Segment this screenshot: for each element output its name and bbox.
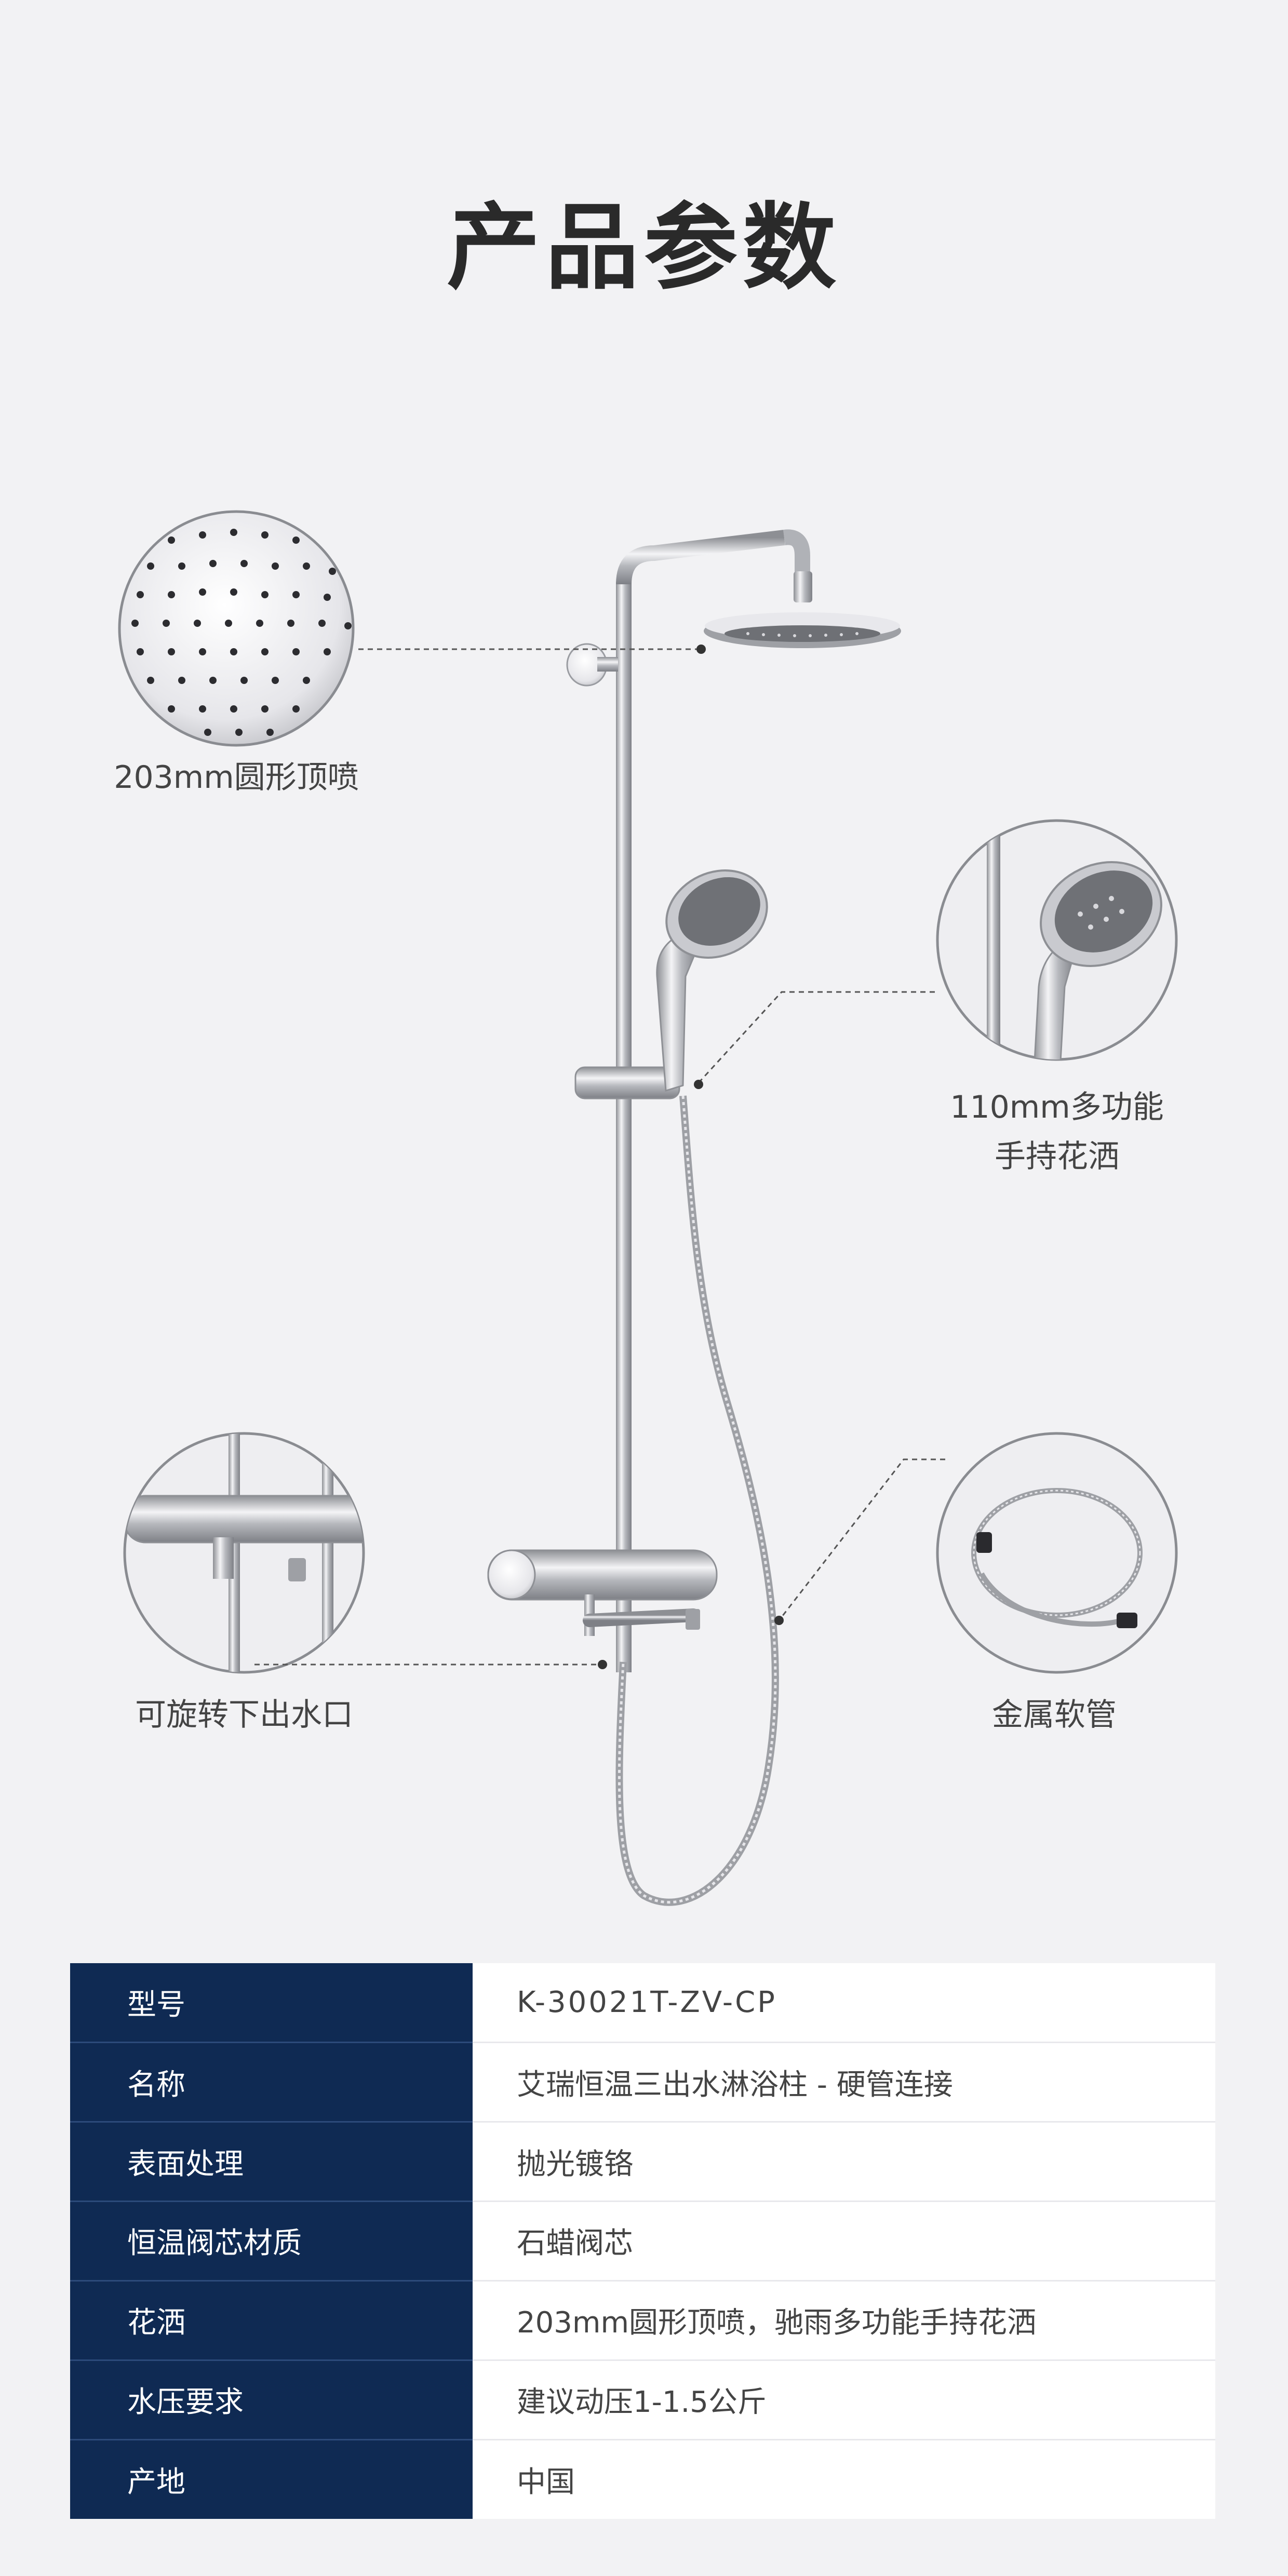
table-row: 名称 艾瑞恒温三出水淋浴柱 - 硬管连接 [70,2042,1215,2123]
table-row: 型号 K-30021T-ZV-CP [70,1963,1215,2044]
spec-key: 名称 [70,2042,473,2123]
spec-key: 表面处理 [70,2122,473,2203]
table-row: 产地 中国 [70,2439,1215,2519]
hand-shower-icon [936,819,1178,1061]
spec-key: 花洒 [70,2280,473,2361]
table-row: 水压要求 建议动压1-1.5公斤 [70,2360,1215,2440]
spout-icon [123,1432,365,1674]
spec-key: 恒温阀芯材质 [70,2201,473,2282]
table-row: 花洒 203mm圆形顶喷，驰雨多功能手持花洒 [70,2280,1215,2361]
caption-rain-shower: 203mm圆形顶喷 [114,759,359,796]
caption-hand-shower-line1: 110mm多功能 [950,1089,1164,1125]
hose-icon [936,1432,1178,1674]
spec-table: 型号 K-30021T-ZV-CP 名称 艾瑞恒温三出水淋浴柱 - 硬管连接 表… [70,1963,1215,2519]
caption-hand-shower-line2: 手持花洒 [995,1138,1119,1175]
table-row: 恒温阀芯材质 石蜡阀芯 [70,2201,1215,2282]
spec-key: 型号 [70,1963,473,2044]
leader-hand-shower [697,991,935,1084]
spec-key: 水压要求 [70,2360,473,2440]
leader-hose [778,1458,945,1621]
page-title: 产品参数 [446,194,841,302]
spec-value: 203mm圆形顶喷，驰雨多功能手持花洒 [473,2280,1215,2361]
spec-value: 抛光镀铬 [473,2122,1215,2203]
spec-value: 建议动压1-1.5公斤 [473,2360,1215,2440]
spec-key: 产地 [70,2439,473,2519]
spec-value: 中国 [473,2439,1215,2519]
riser-pipe [616,582,632,1672]
caption-hose: 金属软管 [992,1697,1117,1733]
spec-value: 石蜡阀芯 [473,2201,1215,2282]
rain-shower-icon [118,510,355,747]
table-row: 表面处理 抛光镀铬 [70,2122,1215,2203]
shower-illustration [118,510,1178,1906]
metal-hose [615,1095,779,1906]
spec-value: K-30021T-ZV-CP [473,1963,1215,2044]
caption-spout: 可旋转下出水口 [135,1697,353,1733]
spec-value: 艾瑞恒温三出水淋浴柱 - 硬管连接 [473,2042,1215,2123]
